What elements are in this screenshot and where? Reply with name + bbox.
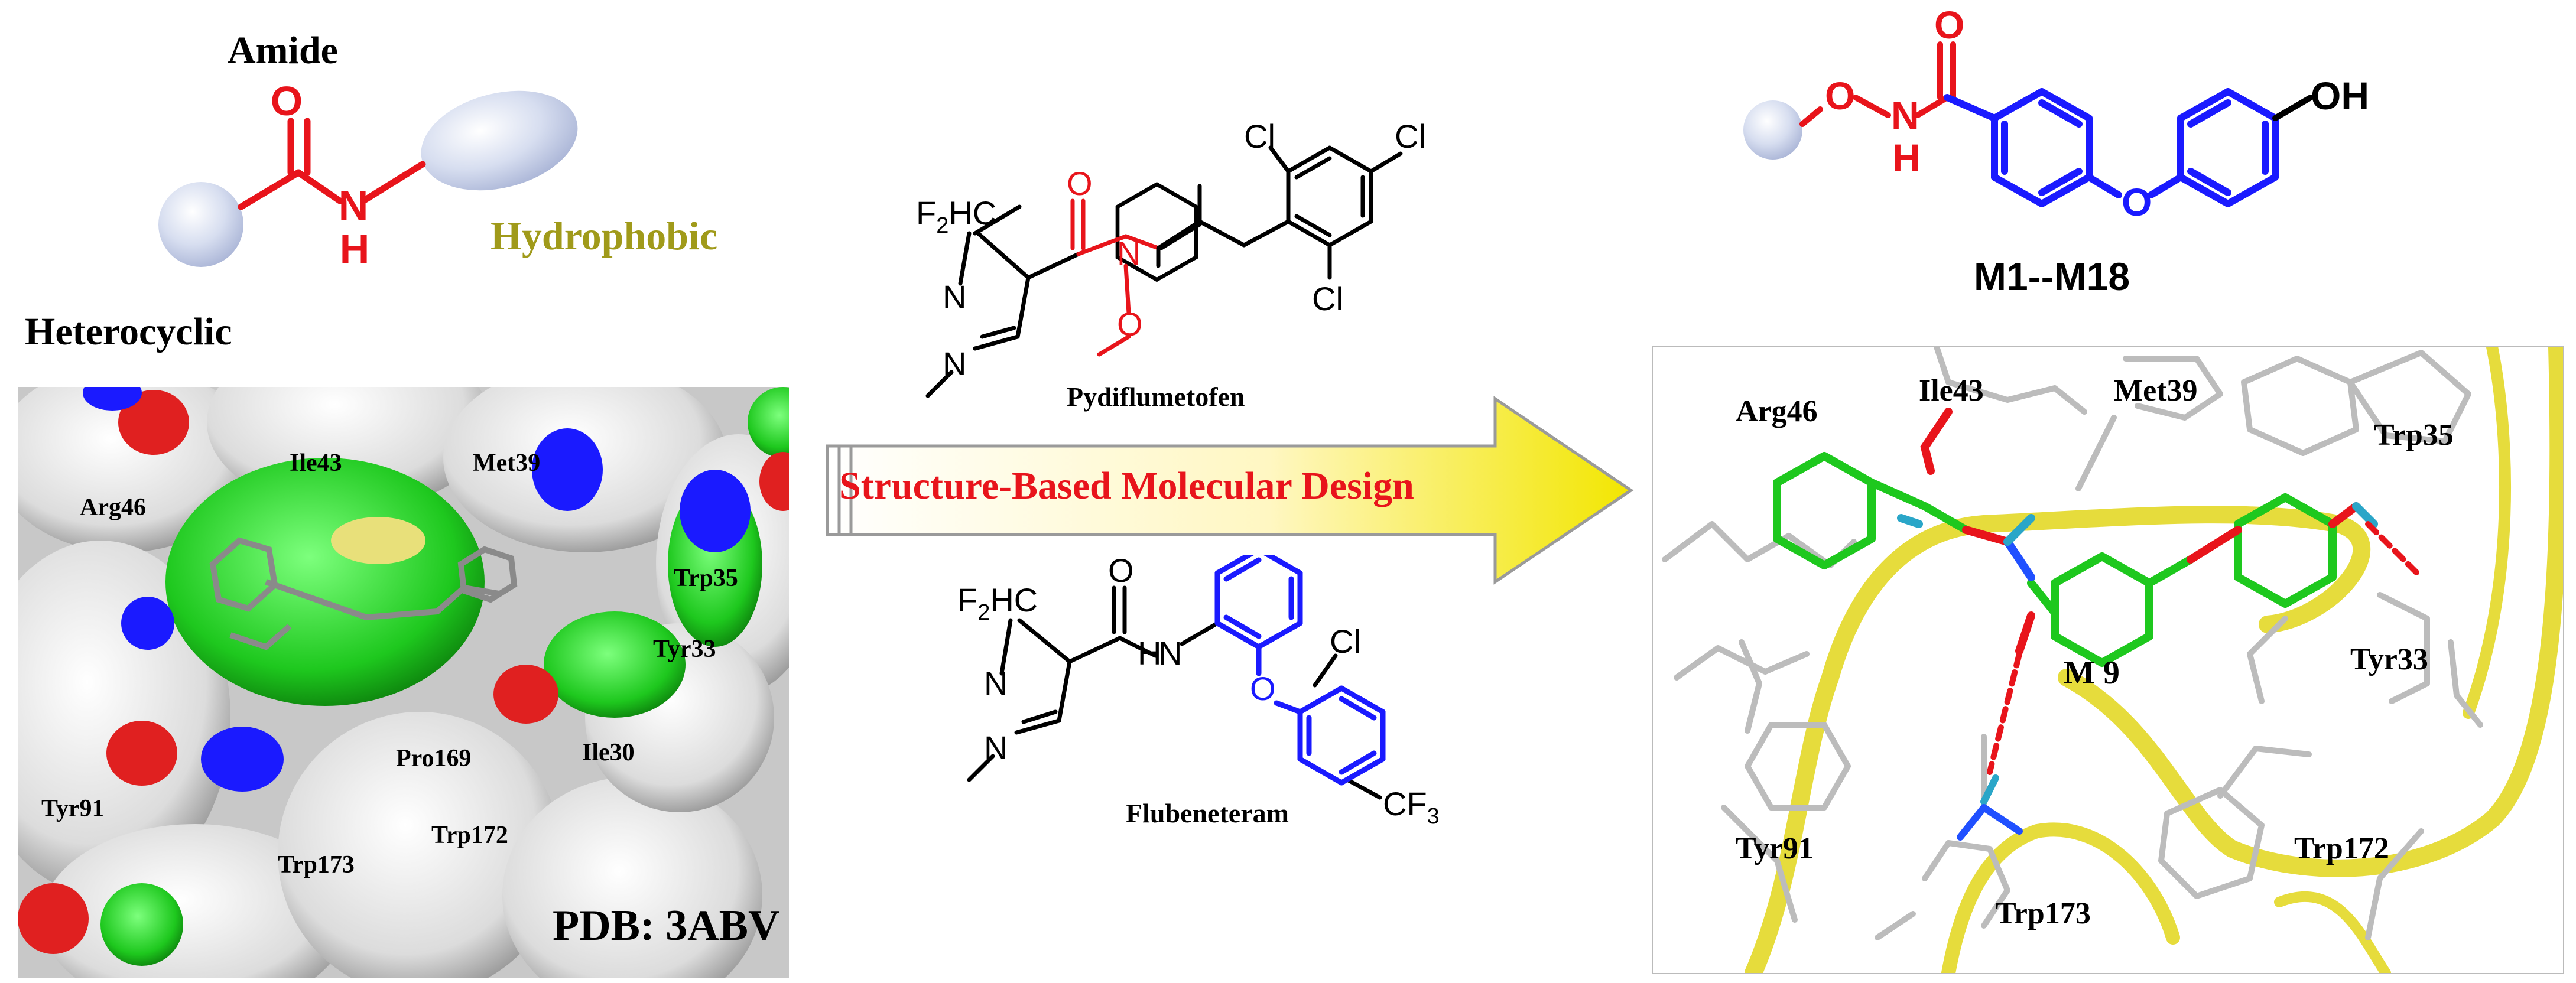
pydiflumetofen-f2hc: F2HC: [916, 194, 996, 238]
docking-panel: Arg46 Ile43 Met39 Trp35 Tyr33 M 9 Tyr91 …: [1652, 346, 2564, 974]
surface-residue-trp172: Trp172: [431, 822, 508, 849]
dock-residue-tyr33: Tyr33: [2350, 643, 2428, 676]
ligand-label: M 9: [2064, 655, 2120, 691]
surface-render: [18, 387, 789, 978]
hydrophobic-label: Hydrophobic: [490, 213, 718, 258]
docking-render: [1662, 347, 2563, 973]
design-arrow: Structure-Based Molecular Design: [816, 390, 1643, 591]
dock-residue-trp35: Trp35: [2374, 418, 2454, 452]
flubeneteram-name: Flubeneteram: [1126, 798, 1289, 828]
surface-residue-met39: Met39: [473, 450, 541, 477]
flubeneteram-amide-n: N: [1158, 634, 1182, 672]
target-structure: O N H O O OH M1--M18: [1714, 0, 2576, 331]
pydiflumetofen-amide-n: N: [1117, 235, 1141, 272]
pydiflumetofen-n1: N: [943, 278, 966, 315]
pydiflumetofen-structure: F2HC N N O N O Cl Cl Cl Pydiflumetofen: [881, 89, 1436, 425]
surface-residue-arg46: Arg46: [80, 494, 146, 521]
target-heterocyclic-sphere: [1743, 100, 1802, 160]
pydiflumetofen-cl2: Cl: [1395, 118, 1426, 155]
flubeneteram-amide-h: H: [1138, 634, 1161, 672]
scaffold-section: Amide Hydrophobic Heterocyclic O N H: [0, 0, 792, 378]
flubeneteram-carbonyl-o: O: [1108, 555, 1134, 589]
target-ether-o1: O: [1825, 74, 1855, 118]
dock-residue-arg46: Arg46: [1736, 395, 1818, 428]
amide-nitrogen: N: [339, 183, 369, 229]
pydiflumetofen-cl1: Cl: [1244, 118, 1275, 155]
surface-residue-pro169: Pro169: [396, 745, 472, 772]
protein-surface-panel: Ile43 Met39 Arg46 Trp35 Tyr33 Pro169 Ile…: [18, 387, 789, 978]
amide-oxygen: O: [271, 78, 303, 124]
heterocyclic-sphere: [158, 182, 243, 267]
surface-residue-tyr33: Tyr33: [653, 636, 716, 663]
flubeneteram-n2: N: [984, 729, 1008, 766]
surface-residue-trp173: Trp173: [278, 851, 355, 878]
flubeneteram-cf3: CF3: [1383, 785, 1440, 829]
pydiflumetofen-cl3: Cl: [1312, 280, 1343, 317]
hydrophobic-ellipsoid: [421, 90, 578, 191]
surface-residue-trp35: Trp35: [674, 565, 738, 592]
amide-label: Amide: [228, 29, 338, 72]
pydiflumetofen-carbonyl-o: O: [1067, 165, 1093, 202]
heterocyclic-label: Heterocyclic: [25, 310, 232, 353]
surface-residue-ile43: Ile43: [290, 450, 342, 477]
flubeneteram-structure: F2HC N N O N H O Cl CF3 Flubeneteram: [922, 555, 1477, 839]
target-amide-n: N: [1891, 93, 1919, 137]
series-label: M1--M18: [1974, 255, 2130, 298]
flubeneteram-n1: N: [984, 665, 1008, 702]
dock-residue-ile43: Ile43: [1919, 374, 1984, 408]
target-ether-o2: O: [2122, 180, 2152, 224]
target-carbonyl-o: O: [1934, 3, 1964, 47]
flubeneteram-cl: Cl: [1330, 623, 1361, 660]
arrow-label: Structure-Based Molecular Design: [839, 464, 1414, 507]
dock-residue-trp172: Trp172: [2294, 832, 2389, 865]
dock-residue-tyr91: Tyr91: [1736, 832, 1814, 865]
pydiflumetofen-name: Pydiflumetofen: [1067, 382, 1245, 412]
dock-residue-met39: Met39: [2114, 374, 2198, 408]
target-oh: OH: [2311, 74, 2369, 118]
flubeneteram-f2hc: F2HC: [957, 581, 1038, 625]
flubeneteram-ether-o: O: [1250, 670, 1276, 707]
pydiflumetofen-methoxy-o: O: [1117, 305, 1143, 343]
target-amide-h: H: [1892, 136, 1921, 180]
pydiflumetofen-n2: N: [943, 345, 966, 382]
amide-hydrogen: H: [340, 226, 370, 272]
dock-residue-trp173: Trp173: [1996, 897, 2091, 930]
surface-residue-tyr91: Tyr91: [41, 795, 105, 822]
pdb-label: PDB: 3ABV: [553, 901, 780, 950]
amide-scaffold-structure: O N H: [158, 78, 578, 272]
surface-residue-ile30: Ile30: [582, 739, 635, 766]
